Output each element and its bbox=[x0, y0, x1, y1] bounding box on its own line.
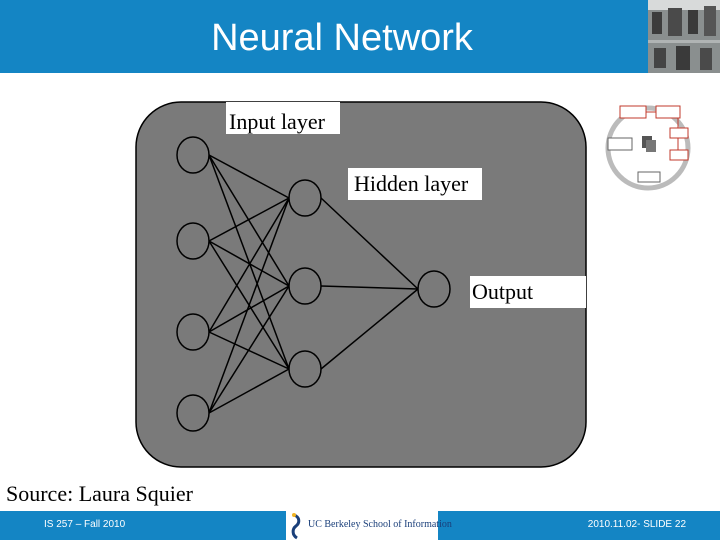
edge-input-3-hidden-2 bbox=[208, 285, 290, 333]
edge-input-2-hidden-2 bbox=[208, 240, 290, 287]
edge-input-4-hidden-2 bbox=[208, 285, 290, 414]
output-node bbox=[417, 270, 451, 308]
edge-input-4-hidden-3 bbox=[208, 368, 290, 414]
hidden-layer-label: Hidden layer bbox=[354, 171, 469, 196]
output-label: Output bbox=[472, 279, 533, 304]
edge-input-1-hidden-2 bbox=[208, 154, 290, 287]
output-label-box bbox=[470, 276, 586, 308]
connections bbox=[208, 154, 419, 414]
hidden-label-box bbox=[348, 168, 482, 200]
building-photo-icon bbox=[648, 0, 720, 73]
edge-input-1-hidden-1 bbox=[208, 154, 290, 199]
hidden-node-2 bbox=[288, 267, 322, 305]
slide-title: Neural Network bbox=[211, 17, 473, 59]
input-node-2 bbox=[176, 222, 210, 260]
logo-text: UC Berkeley School of Information bbox=[308, 519, 452, 530]
title-bar bbox=[0, 0, 720, 73]
edge-input-2-hidden-1 bbox=[208, 197, 290, 242]
hidden-node-1 bbox=[288, 179, 322, 217]
edge-hidden-2-output bbox=[320, 285, 419, 290]
nodes bbox=[176, 136, 451, 432]
edge-hidden-3-output bbox=[320, 288, 419, 370]
hidden-node-3 bbox=[288, 350, 322, 388]
input-node-3 bbox=[176, 313, 210, 351]
slide-number: 2010.11.02- SLIDE 22 bbox=[587, 519, 686, 530]
edge-input-4-hidden-1 bbox=[208, 197, 290, 414]
input-node-1 bbox=[176, 136, 210, 174]
source-note: Source: Laura Squier bbox=[6, 481, 193, 506]
input-layer-label: Input layer bbox=[229, 109, 326, 134]
course-label: IS 257 – Fall 2010 bbox=[44, 519, 126, 530]
uc-berkeley-logo-icon bbox=[291, 513, 301, 540]
edge-hidden-1-output bbox=[320, 197, 419, 290]
input-label-box bbox=[226, 102, 340, 134]
process-cycle-thumbnail-icon bbox=[598, 98, 698, 198]
input-node-4 bbox=[176, 394, 210, 432]
edge-input-1-hidden-3 bbox=[208, 154, 290, 370]
school-logo: UC Berkeley School of Information bbox=[286, 511, 452, 540]
edge-input-3-hidden-1 bbox=[208, 197, 290, 333]
